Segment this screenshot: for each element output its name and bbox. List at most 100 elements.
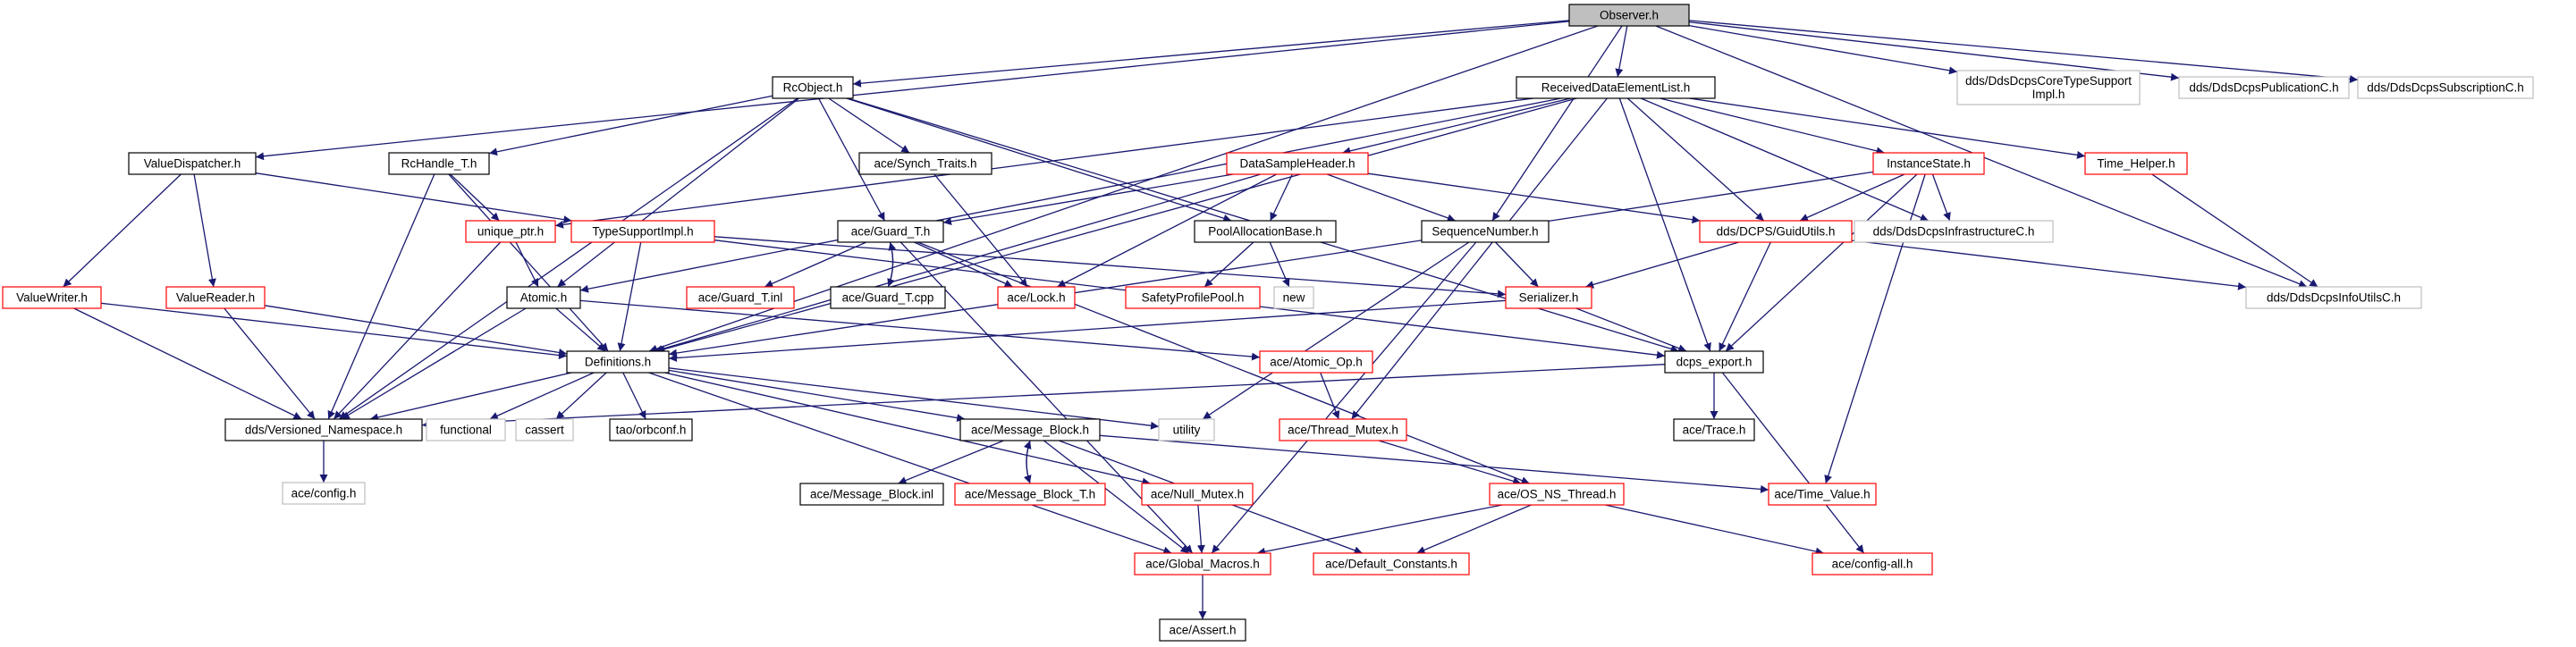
node-box-datasampleheader — [1226, 152, 1369, 175]
node-synch[interactable]: ace/Synch_Traits.h — [858, 152, 992, 175]
node-acetrace[interactable]: ace/Trace.h — [1673, 418, 1755, 441]
node-safetyprofile[interactable]: SafetyProfilePool.h — [1125, 286, 1261, 309]
node-guardcpp[interactable]: ace/Guard_T.cpp — [830, 286, 946, 309]
node-configall[interactable]: ace/config-all.h — [1812, 552, 1933, 576]
node-box-synch — [858, 152, 992, 175]
node-msgblockt[interactable]: ace/Message_Block_T.h — [954, 483, 1106, 506]
node-msgblockinl[interactable]: ace/Message_Block.inl — [799, 483, 944, 506]
node-received[interactable]: ReceivedDataElementList.h — [1516, 76, 1716, 99]
node-box-valuedispatcher — [128, 152, 257, 175]
node-definitions[interactable]: Definitions.h — [566, 350, 670, 374]
node-label-received: ReceivedDataElementList.h — [1541, 81, 1691, 95]
node-nullmutex[interactable]: ace/Null_Mutex.h — [1141, 483, 1254, 506]
node-label-defaultconst: ace/Default_Constants.h — [1325, 558, 1457, 571]
node-label-publication: dds/DdsDcpsPublicationC.h — [2189, 81, 2338, 95]
node-label-versioned: dds/Versioned_Namespace.h — [245, 424, 402, 437]
node-infrastructure: dds/DdsDcpsInfrastructureC.h — [1854, 220, 2054, 243]
node-box-serializer — [1505, 286, 1592, 309]
node-valuereader[interactable]: ValueReader.h — [165, 286, 266, 309]
node-label-timevalue: ace/Time_Value.h — [1774, 488, 1870, 501]
edge-definitions-to-versioned — [369, 372, 572, 422]
node-observer: Observer.h — [1568, 4, 1690, 27]
edge-received-to-atomic — [579, 97, 1561, 293]
edge-nullmutex-to-globalmacros — [1196, 504, 1205, 554]
node-rchandle[interactable]: RcHandle_T.h — [388, 152, 490, 175]
edge-valuereader-to-definitions — [264, 305, 568, 357]
node-serializer[interactable]: Serializer.h — [1505, 286, 1592, 309]
edge-datasampleheader-to-guidutils — [1367, 172, 1701, 224]
node-guidutils[interactable]: dds/DCPS/GuidUtils.h — [1699, 220, 1853, 243]
node-timehelper[interactable]: Time_Helper.h — [2084, 152, 2188, 175]
edge-valuewriter-to-definitions — [100, 302, 568, 359]
node-box-coretype — [1956, 70, 2141, 105]
node-aceassert[interactable]: ace/Assert.h — [1159, 618, 1246, 642]
edge-timehelper-to-infoutils — [2151, 173, 2318, 288]
edge-instancestate-to-guidutils — [1799, 173, 1905, 222]
node-threadmutex[interactable]: ace/Thread_Mutex.h — [1279, 418, 1407, 441]
edge-valuedispatcher-to-valuewriter — [63, 173, 182, 288]
node-instancestate[interactable]: InstanceState.h — [1872, 152, 1985, 175]
edge-rcobject-to-poolalloc — [846, 97, 1232, 223]
edge-rcobject-to-versioned — [338, 97, 798, 420]
node-valuewriter[interactable]: ValueWriter.h — [2, 286, 102, 309]
node-rcobject[interactable]: RcObject.h — [772, 76, 854, 99]
node-globalmacros[interactable]: ace/Global_Macros.h — [1134, 552, 1271, 576]
edge-valuedispatcher-to-valuereader — [193, 173, 216, 288]
node-defaultconst[interactable]: ace/Default_Constants.h — [1313, 552, 1470, 576]
node-seqnum[interactable]: SequenceNumber.h — [1421, 220, 1550, 243]
edge-poolalloc-to-safetyprofile — [1204, 241, 1254, 288]
node-box-valuereader — [165, 286, 266, 309]
node-label-orbconf: tao/orbconf.h — [616, 424, 687, 437]
node-label-dcpsexport: dcps_export.h — [1677, 356, 1753, 369]
node-box-dcpsexport — [1664, 350, 1764, 374]
node-label-seqnum: SequenceNumber.h — [1432, 225, 1538, 239]
node-poolalloc[interactable]: PoolAllocationBase.h — [1194, 220, 1337, 243]
edge-instancestate-to-dcpsexport — [1725, 173, 1918, 352]
edge-atomic-to-definitions — [555, 307, 606, 352]
node-atomicop[interactable]: ace/Atomic_Op.h — [1259, 350, 1373, 374]
node-box-threadmutex — [1279, 418, 1407, 441]
edge-observer-to-seqnum — [1491, 25, 1623, 222]
node-osnsthread[interactable]: ace/OS_NS_Thread.h — [1489, 483, 1625, 506]
node-label-timehelper: Time_Helper.h — [2097, 157, 2175, 171]
edge-definitions-to-utility — [668, 367, 1160, 430]
node-valuedispatcher[interactable]: ValueDispatcher.h — [128, 152, 257, 175]
node-box-valuewriter — [2, 286, 102, 309]
node-msgblock[interactable]: ace/Message_Block.h — [959, 418, 1101, 441]
node-guardh[interactable]: ace/Guard_T.h — [837, 220, 944, 243]
node-box-received — [1516, 76, 1716, 99]
node-datasampleheader[interactable]: DataSampleHeader.h — [1226, 152, 1369, 175]
node-box-lock — [997, 286, 1076, 309]
edge-atomic-to-atomicop — [579, 299, 1261, 361]
edge-rcobject-to-guardh — [817, 97, 886, 222]
node-label-valuereader: ValueReader.h — [176, 291, 255, 305]
node-box-observer — [1568, 4, 1690, 27]
node-atomic[interactable]: Atomic.h — [506, 286, 581, 309]
node-box-aceconfig — [282, 482, 366, 505]
node-box-publication — [2178, 76, 2350, 99]
edge-guardcpp-to-guardh — [887, 241, 897, 288]
node-dcpsexport[interactable]: dcps_export.h — [1664, 350, 1764, 374]
node-box-timehelper — [2084, 152, 2188, 175]
node-box-guardh — [837, 220, 944, 243]
node-box-aceassert — [1159, 618, 1246, 642]
node-label-msgblockinl: ace/Message_Block.inl — [810, 488, 933, 501]
edge-msgblock-to-globalmacros — [1043, 440, 1189, 554]
node-lock[interactable]: ace/Lock.h — [997, 286, 1076, 309]
node-label-coretype-0: dds/DdsDcpsCoreTypeSupport — [1965, 74, 2132, 88]
node-box-poolalloc — [1194, 220, 1337, 243]
node-timevalue[interactable]: ace/Time_Value.h — [1768, 483, 1877, 506]
node-box-configall — [1812, 552, 1933, 576]
node-orbconf[interactable]: tao/orbconf.h — [609, 418, 693, 441]
edge-valuedispatcher-to-typesupportimpl — [255, 172, 572, 224]
node-typesupportimpl[interactable]: TypeSupportImpl.h — [570, 220, 715, 243]
node-uniqueptr[interactable]: unique_ptr.h — [465, 220, 556, 243]
node-new: new — [1273, 286, 1314, 309]
node-label-guardinl: ace/Guard_T.inl — [698, 291, 783, 305]
node-label-coretype-1: Impl.h — [2032, 88, 2065, 101]
node-versioned[interactable]: dds/Versioned_Namespace.h — [224, 418, 423, 441]
node-box-msgblockinl — [799, 483, 944, 506]
node-guardinl[interactable]: ace/Guard_T.inl — [686, 286, 795, 309]
